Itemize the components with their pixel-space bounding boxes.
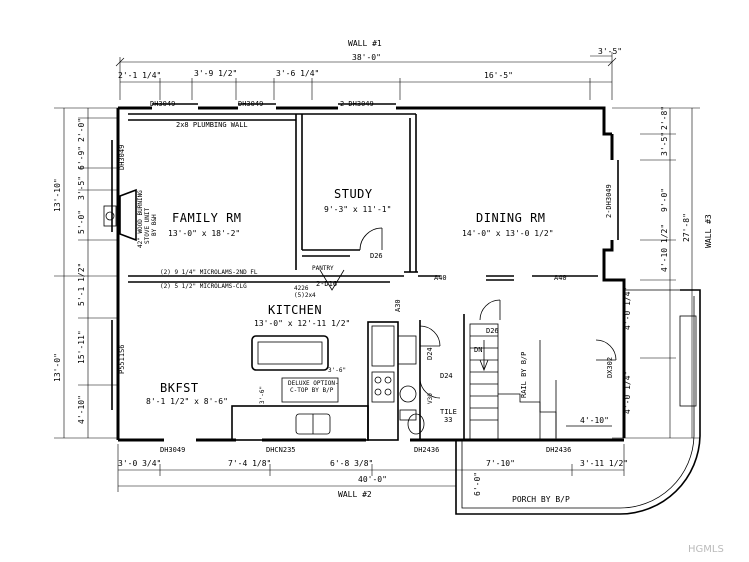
right-dim-1: 2'-8" [660,106,669,130]
family-room-size: 13'-0" x 18'-2" [168,229,240,238]
opening-a40-1: A40 [434,274,447,282]
porch-label: PORCH BY B/P [512,495,570,504]
window-bottom-2: DHCN235 [266,446,296,454]
pantry-label: PANTRY [312,265,334,272]
door-d26-stair: D26 [486,327,499,335]
left-dim-8: 13'-0" [53,353,62,382]
interior-walls [128,113,598,440]
tile-label: TILE [440,408,457,416]
right-dim-3: 9'-0" [660,188,669,212]
deluxe-option-2: C-TOP BY B/P [290,387,334,394]
wall-2-label: WALL #2 [338,490,372,499]
window-bottom-4: DH2436 [546,446,571,454]
bottom-dim-1: 3'-0 3/4" [118,459,161,468]
door-d24-1: D24 [426,347,434,360]
beam-label-1: (2) 9 1/4" MICROLAMS-2ND FL [160,269,258,276]
opening-a40-2: A40 [554,274,567,282]
tile-number: 33 [444,416,452,424]
bottom-dim-5: 3'-11 1/2" [580,459,628,468]
bottom-dim-3: 6'-8 3/8" [330,459,373,468]
right-dim-5: 4'-10 1/2" [660,224,669,272]
top-dimensions [115,52,617,100]
left-dim-9: 4'-10" [77,395,86,424]
stove-label-3: BY B&H [151,214,158,236]
left-dim-1: 2'-0" [77,118,86,142]
bkfst-name: BKFST [160,381,199,395]
door-2d16: 2-D16 [316,280,337,288]
left-dimensions [54,107,118,439]
right-dimensions [612,107,700,439]
beam-label-4: (5)2x4 [294,292,316,299]
left-dim-6: 5'-1 1/2" [77,263,86,306]
left-dim-7: 15'-11" [77,330,86,364]
door-d26-study: D26 [370,252,383,260]
bottom-dim-2: 7'-4 1/8" [228,459,271,468]
window-left-2: P5511S6 [118,344,126,374]
stove-label-1: 42" WOOD BURNING [137,190,144,248]
top-dim-1: 2'-1 1/4" [118,71,161,80]
exterior-walls [111,103,626,442]
stove-label-2: STOVE UNIT [144,207,151,244]
kitchen-size: 13'-0" x 12'-11 1/2" [254,319,350,328]
porch-depth-dim: 6'-0" [473,472,482,496]
wall-1-label: WALL #1 [348,39,382,48]
left-dim-5: 5'-0" [77,210,86,234]
study-size: 9'-3" x 11'-1" [324,205,391,214]
plumbing-wall-label: 2x8 PLUMBING WALL [176,121,248,129]
overall-top-dim: 38'-0" [352,53,381,62]
opening-a30: A30 [394,299,402,312]
wood-stove [103,188,137,242]
dining-room-size: 14'-0" x 13'-0 1/2" [462,229,554,238]
right-dim-6: 4'-0 1/4" [623,287,632,330]
left-dim-4: 3'-5" [77,176,86,200]
staircase [469,323,612,441]
top-dim-5: 3'-5" [598,47,622,56]
window-bottom-1: DH3049 [160,446,185,454]
right-dim-7: 4'-0 1/4" [623,371,632,414]
window-top-1: DH3049 [150,100,175,108]
window-top-3: 2-DH3049 [340,100,374,108]
doors [319,227,617,399]
counter-dim-1: 3'-6" [328,367,346,374]
stair-dn-label: DN [474,346,482,354]
window-right-1: 2-DH3049 [605,184,613,218]
opening-v30: V30 [427,393,434,404]
dining-room-name: DINING RM [476,211,546,225]
window-left-1: DH3049 [118,145,126,170]
wall-3-label: WALL #3 [704,214,713,248]
watermark: HGMLS [688,544,724,555]
right-dim-2: 3'-5" [660,132,669,156]
top-dim-3: 3'-6 1/4" [276,69,319,78]
counter-dim-2: 3'-6" [259,386,266,404]
kitchen-cabinets [231,321,425,441]
beam-label-3: 4226 [294,285,309,292]
beam-label-2: (2) 5 1/2" MICROLAMS-CLG [160,283,247,290]
right-dim-4: 27'-8" [682,213,691,242]
bkfst-size: 8'-1 1/2" x 8'-6" [146,397,228,406]
door-d24-2: D24 [440,372,453,380]
left-dim-2: 6'-9" [77,146,86,170]
kitchen-name: KITCHEN [268,303,322,317]
deluxe-option-1: DELUXE OPTION- [288,380,339,387]
window-right-2: DX302 [606,357,614,378]
left-dim-3: 13'-10" [53,178,62,212]
overall-bottom-dim: 40'-0" [358,475,387,484]
stair-width-dim: 4'-10" [580,416,609,425]
top-dim-2: 3'-9 1/2" [194,69,237,78]
window-top-2: DH3049 [238,100,263,108]
top-dim-4: 16'-5" [484,71,513,80]
family-room-name: FAMILY RM [172,211,242,225]
rail-label: RAIL BY B/P [520,352,528,398]
study-name: STUDY [334,187,373,201]
porch [455,289,701,515]
window-bottom-3: DH2436 [414,446,439,454]
bottom-dim-4: 7'-10" [486,459,515,468]
